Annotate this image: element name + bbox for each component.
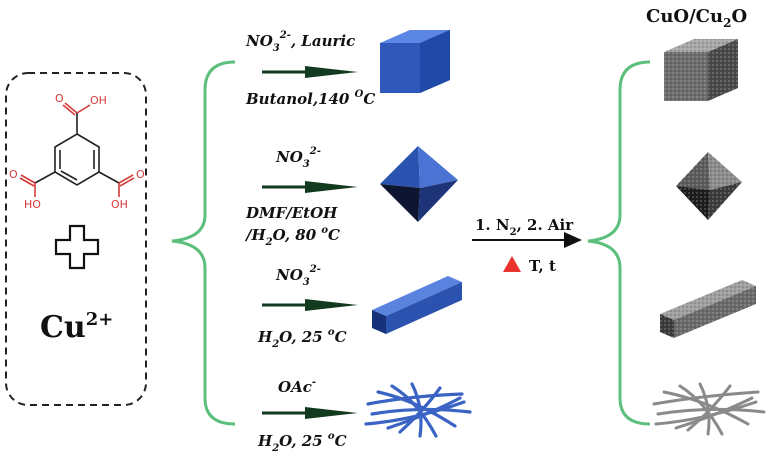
route1-conditions: Butanol,140 OC [245,89,375,108]
ligand-o-top: O [55,92,64,105]
blue-nanowires-product [364,382,472,438]
heat-triangle-icon [503,256,521,272]
route3-arrow [262,299,358,311]
grey-nanowires-result [652,382,766,436]
right-brace [587,60,651,426]
precursor-box [5,72,147,406]
grey-cube-result [664,39,738,101]
cu-charge: 2+ [86,309,114,330]
plus-icon [54,224,100,270]
result-title: CuO/Cu2O [646,6,747,30]
route1-reagent: NO32-, Lauric [245,30,355,54]
cu-ion-label: Cu2+ [40,309,113,345]
route4-arrow [262,407,358,419]
blue-octahedron-product [380,146,458,222]
route2-arrow [262,181,358,193]
route4-conditions: H2O, 25 oC [257,431,347,454]
route4-reagent: OAc- [278,377,316,396]
route2-reagent: NO32- [275,146,321,170]
route3-conditions: H2O, 25 oC [257,327,347,350]
heat-label: T, t [529,257,556,275]
ligand-ho-left: HO [24,198,41,211]
blue-rod-product [372,276,462,334]
route2-conditions-line2: /H2O, 80 oC [244,225,340,248]
route1-arrow [262,66,358,78]
blue-cube-product [380,30,450,93]
ligand-o-left: O [9,168,18,181]
ligand-o-right: O [136,168,145,181]
route2-conditions-line1: DMF/EtOH [245,204,338,222]
ligand-oh-top: OH [90,94,107,107]
treatment-steps-label: 1. N2, 2. Air [475,216,574,238]
left-brace [171,60,236,426]
ligand-oh-right: OH [111,198,128,211]
trimesic-acid-structure [19,102,135,197]
grey-rod-result [660,280,756,338]
grey-octahedron-result [676,152,742,220]
route3-reagent: NO32- [275,264,321,288]
